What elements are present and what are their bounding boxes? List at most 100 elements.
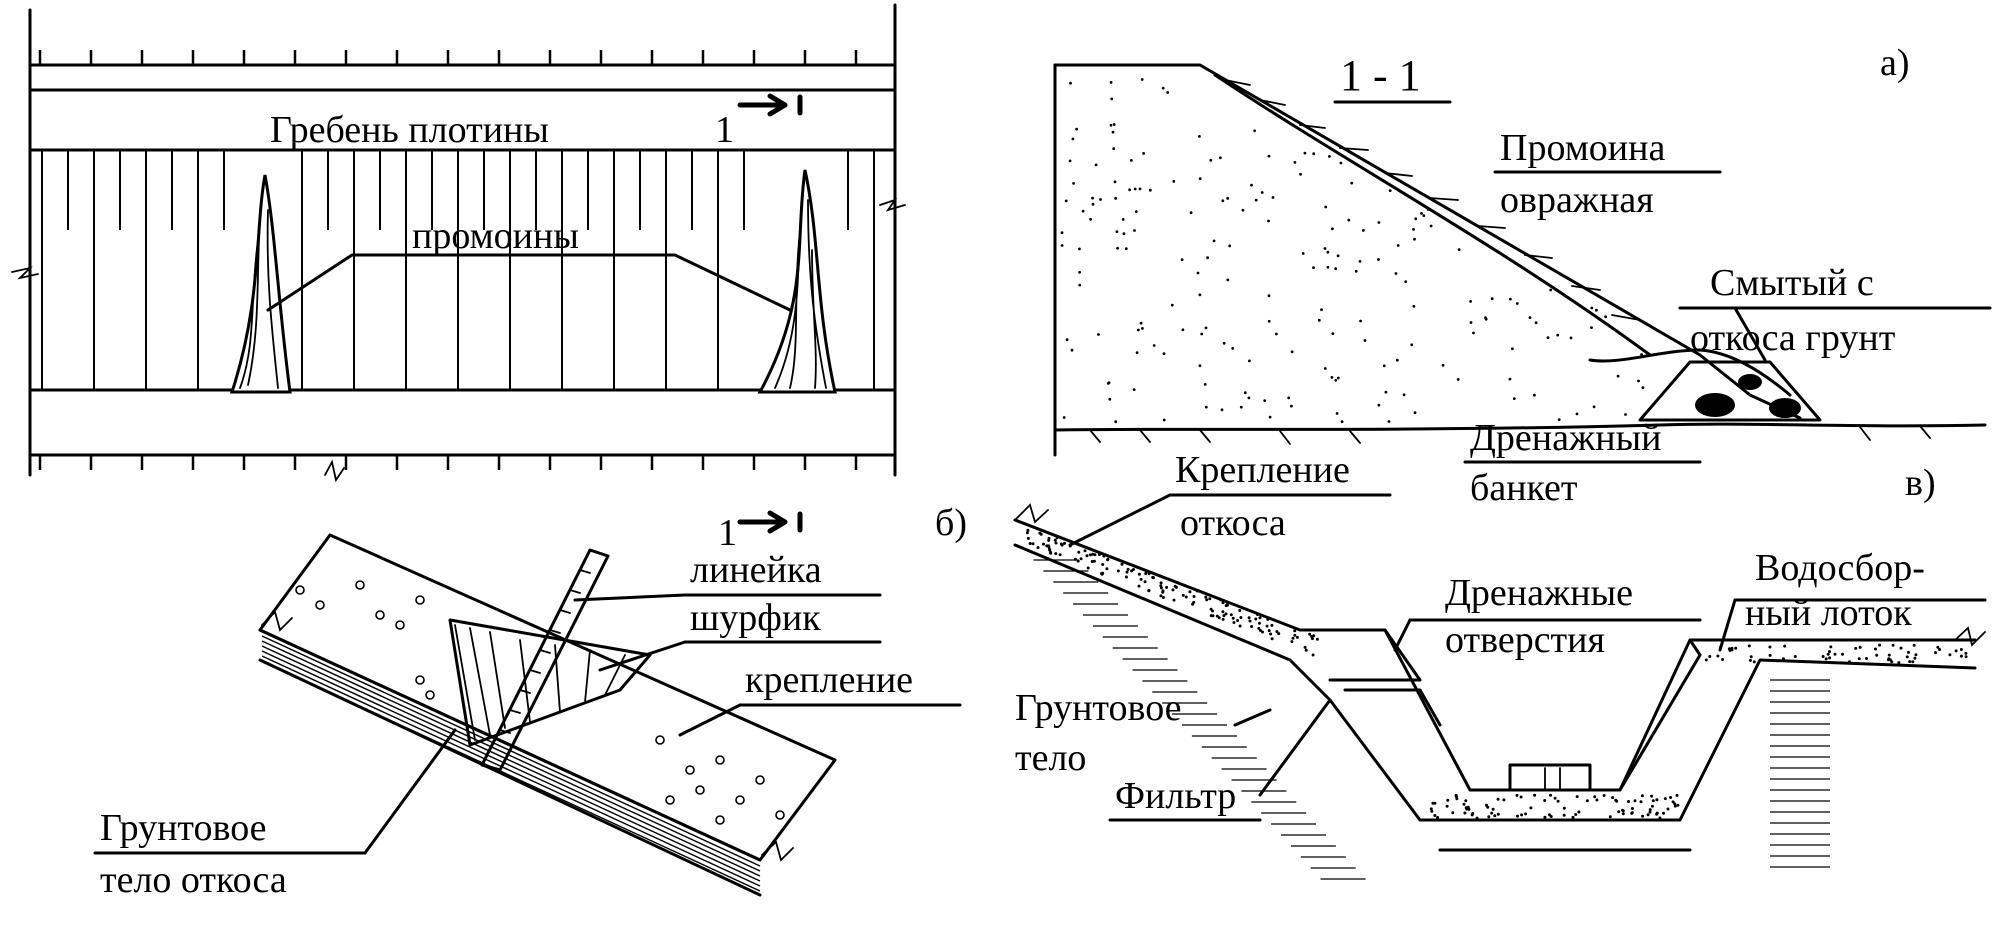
soil-layer-line	[261, 655, 761, 887]
body-dot	[1546, 336, 1550, 339]
body-dot	[1231, 347, 1235, 350]
body-dot	[1162, 352, 1166, 355]
lining-dot	[1662, 811, 1665, 815]
lining-dot	[1433, 801, 1437, 805]
ruler	[480, 548, 610, 772]
lining-dot	[1833, 652, 1837, 656]
lining-dot	[1496, 797, 1500, 801]
lining-dot	[1308, 632, 1312, 636]
lining-speckle	[755, 775, 765, 785]
lining-dot	[1090, 560, 1094, 563]
body-dot	[1099, 198, 1102, 201]
ruler-label: линейка	[690, 549, 822, 591]
filter-leader	[1258, 698, 1332, 797]
section-arrow-bottom	[737, 510, 788, 534]
lining-dot	[1891, 643, 1895, 647]
body-dot	[1132, 388, 1136, 391]
body-dot	[1395, 358, 1399, 362]
body-dot	[1209, 158, 1213, 162]
lining-dot	[1238, 609, 1242, 612]
lining-speckles	[295, 580, 785, 825]
body-dot	[1426, 208, 1430, 211]
lining-dot	[1936, 645, 1940, 649]
body-dot	[1142, 152, 1145, 155]
lining-dot	[1204, 595, 1208, 599]
v-soil-body-line1: Грунтовое	[1015, 687, 1182, 729]
body-dot	[1413, 411, 1417, 415]
lining-dot	[1059, 542, 1063, 546]
lining-dot	[1238, 624, 1242, 628]
lining-dot	[1130, 569, 1134, 573]
body-dot	[1354, 269, 1358, 273]
lining-dot	[1277, 632, 1281, 636]
body-dot	[1336, 254, 1340, 258]
lining-dot	[1651, 799, 1655, 803]
lining-dot	[1211, 614, 1215, 618]
lining-dot	[1768, 653, 1772, 657]
lining-dot	[1247, 616, 1251, 620]
body-dot	[1198, 364, 1202, 368]
body-dot	[1339, 161, 1343, 165]
body-dot	[1166, 91, 1170, 94]
lining-dot	[1126, 567, 1130, 571]
body-dot	[1206, 256, 1209, 260]
lining-dot	[1086, 566, 1090, 570]
lining-dot	[1221, 601, 1225, 605]
lining-dot	[1655, 811, 1659, 815]
lining-leader	[678, 703, 742, 737]
body-dot	[1198, 293, 1202, 297]
break-mark-right	[879, 198, 906, 212]
lining-dot	[1938, 648, 1942, 651]
body-dot	[1515, 302, 1519, 305]
body-dot	[1133, 187, 1137, 191]
body-dot	[1429, 224, 1433, 228]
lining-dot	[1520, 813, 1524, 817]
section-mark-top: 1	[715, 109, 734, 151]
lining-dot	[1954, 649, 1958, 653]
lining-dot	[1708, 655, 1712, 658]
lining-dot	[1125, 570, 1129, 574]
drain-holes-leader	[1393, 618, 1412, 652]
lining-dot	[1890, 660, 1894, 664]
body-dot	[1317, 318, 1321, 322]
soil-body-line1: Грунтовое	[100, 807, 267, 849]
body-dot	[1595, 308, 1598, 312]
soil-layer-line	[261, 660, 761, 892]
body-dot	[1254, 198, 1258, 202]
drain-step-1	[1298, 628, 1422, 682]
lining-dot	[1101, 563, 1105, 566]
lining-dot	[1275, 630, 1279, 634]
body-dot	[1422, 214, 1426, 218]
lining-dot	[1256, 613, 1259, 616]
gully-hatch	[1224, 79, 1641, 321]
collector-leader	[1718, 598, 1737, 652]
lining-dot	[1585, 799, 1589, 803]
drain-bank-line1: Дренажный	[1470, 417, 1661, 459]
gully-left-hatch	[239, 194, 279, 389]
lining-dot	[1451, 811, 1455, 815]
lining-dot	[1595, 798, 1599, 802]
body-dot	[1290, 404, 1293, 408]
body-dot	[1114, 197, 1117, 200]
body-dot	[1122, 232, 1126, 236]
gullies-leader	[266, 253, 792, 312]
body-dot	[1111, 130, 1115, 134]
lining-dot	[1829, 645, 1833, 649]
lining-dot	[1734, 646, 1738, 650]
lining-speckle	[655, 735, 665, 745]
lining-dot	[1669, 796, 1673, 799]
lining-dot	[1085, 554, 1089, 558]
body-dot	[1247, 396, 1251, 400]
lining-dot	[1905, 655, 1909, 659]
body-dot	[1091, 196, 1094, 200]
body-dot	[1070, 348, 1074, 352]
lining-dot	[1290, 640, 1294, 644]
body-dot	[1267, 219, 1270, 223]
body-dot	[1557, 418, 1561, 421]
body-dot	[1312, 152, 1316, 156]
body-dot	[1377, 221, 1381, 224]
lining-dot	[1045, 544, 1049, 548]
lining-dot	[1092, 559, 1096, 563]
lining-dot	[1077, 550, 1081, 554]
body-dot	[1340, 420, 1344, 424]
